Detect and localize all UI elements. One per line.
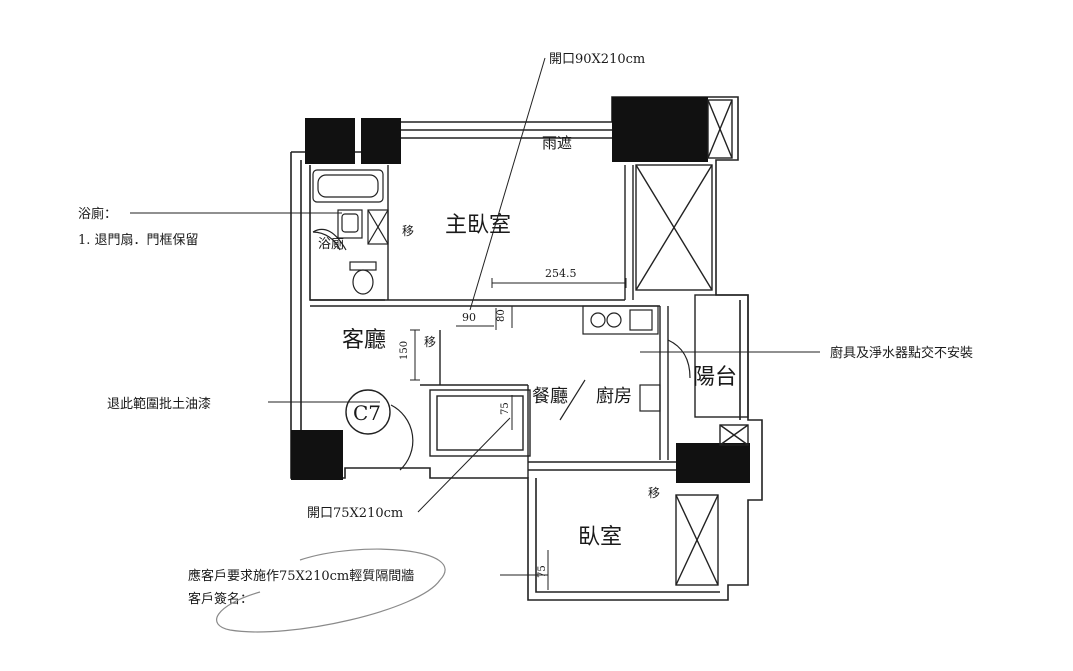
dim-150: 150: [399, 341, 410, 360]
room-label-kitchen: 廚房: [596, 385, 632, 407]
toilet-tank: [349, 261, 377, 271]
sink: [337, 209, 363, 239]
column-top-left-2: [361, 118, 401, 164]
note-client-request: 應客戶要求施作75X210cm輕質隔間牆: [188, 568, 414, 584]
move-tag-bath: 移: [402, 224, 414, 238]
note-bathroom-title: 浴廁：: [78, 206, 117, 222]
dim-75: 75: [500, 402, 511, 415]
room-label-master-bedroom: 主臥室: [445, 213, 511, 238]
bathroom-fixtures: [312, 169, 389, 295]
room-label-living-room: 客廳: [342, 328, 386, 353]
unit-code-label: C7: [353, 401, 381, 425]
column-right-mid: [676, 443, 750, 483]
note-paint-area: 退此範圍批土油漆: [107, 396, 211, 412]
note-client-signature: 客戶簽名：: [188, 591, 253, 607]
interior-walls: [310, 99, 749, 586]
move-tag-balcony: 移: [648, 486, 660, 500]
room-label-bathroom: 浴廁: [318, 236, 344, 252]
column-bottom-left: [291, 430, 343, 480]
bath-cabinet: [367, 209, 389, 245]
bathtub: [312, 169, 384, 203]
kitchen-fixtures: [559, 305, 691, 421]
kitchen-sink: [639, 384, 661, 412]
note-opening-top: 開口90X210cm: [549, 52, 645, 67]
note-opening-bottom: 開口75X210cm: [307, 506, 403, 521]
room-label-rain-shelter: 雨遮: [542, 134, 572, 152]
dim-80: 80: [496, 309, 507, 322]
dimension-lines: [410, 278, 627, 590]
doors: [312, 231, 414, 471]
move-tag-living: 移: [424, 335, 436, 349]
dim-90: 90: [462, 311, 476, 324]
dim-bedroom: 75: [537, 565, 548, 578]
dim-254: 254.5: [545, 267, 577, 280]
signature-scribble: [216, 548, 446, 633]
unit-code-circle: [345, 389, 391, 435]
note-kitchen: 廚具及淨水器點交不安裝: [830, 345, 973, 361]
toilet-bowl: [352, 269, 374, 295]
column-top-left: [305, 118, 355, 164]
room-label-bedroom: 臥室: [578, 525, 622, 550]
room-label-dining-room: 餐廳: [532, 386, 568, 407]
note-bathroom-item: 1. 退門扇．門框保留: [78, 232, 199, 248]
room-label-balcony: 陽台: [693, 365, 737, 390]
structural-columns: [291, 97, 750, 483]
column-top-right: [612, 97, 708, 162]
leader-lines: [130, 57, 820, 576]
stove-counter: [582, 305, 659, 335]
